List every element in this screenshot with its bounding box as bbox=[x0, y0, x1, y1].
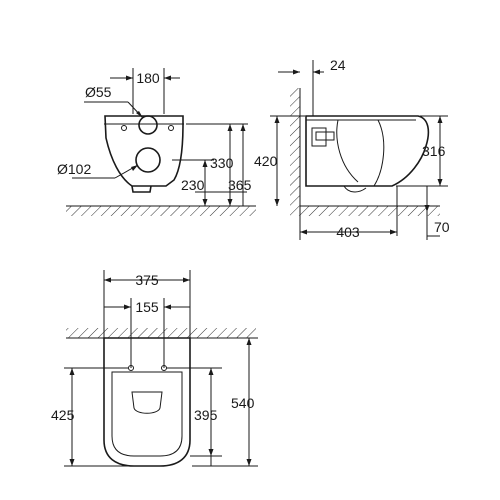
front-outlet-hole bbox=[135, 147, 161, 173]
top-bowl-outline bbox=[103, 337, 191, 467]
dim-front-330: 330 bbox=[210, 155, 234, 171]
top-bowl-opening bbox=[131, 391, 163, 414]
top-wall-hatch bbox=[66, 328, 256, 338]
dim-top-375: 375 bbox=[135, 272, 159, 288]
dim-inlet-diameter: Ø55 bbox=[85, 84, 112, 100]
dim-top-395: 395 bbox=[194, 407, 218, 423]
dim-top-425: 425 bbox=[51, 407, 75, 423]
dim-top-155: 155 bbox=[135, 299, 159, 315]
dim-front-width: 180 bbox=[136, 70, 160, 86]
side-bowl-outline bbox=[305, 115, 430, 187]
side-view: 24 420 316 403 70 bbox=[254, 57, 450, 240]
side-floor-hatch bbox=[290, 206, 440, 216]
top-view: 375 155 425 395 540 bbox=[51, 270, 258, 467]
front-fixing-hole-right bbox=[168, 125, 174, 131]
dim-side-70: 70 bbox=[434, 219, 450, 235]
front-view: 180 Ø55 Ø102 230 330 365 bbox=[57, 68, 256, 216]
front-floor-hatch bbox=[66, 206, 256, 216]
dim-front-230: 230 bbox=[181, 177, 205, 193]
dim-side-24: 24 bbox=[330, 57, 346, 73]
dim-side-403: 403 bbox=[336, 224, 360, 240]
dim-top-540: 540 bbox=[231, 395, 255, 411]
front-bowl-outline bbox=[104, 115, 184, 187]
dim-outlet-diameter: Ø102 bbox=[57, 161, 91, 177]
dim-front-365: 365 bbox=[228, 177, 252, 193]
top-seat-outline bbox=[111, 371, 183, 457]
front-fixing-hole-left bbox=[121, 125, 127, 131]
dim-side-316: 316 bbox=[422, 143, 446, 159]
front-outlet-spigot bbox=[131, 185, 152, 193]
side-wall-hatch bbox=[290, 88, 300, 206]
dim-side-420: 420 bbox=[254, 153, 278, 169]
front-inlet-hole bbox=[138, 115, 158, 135]
